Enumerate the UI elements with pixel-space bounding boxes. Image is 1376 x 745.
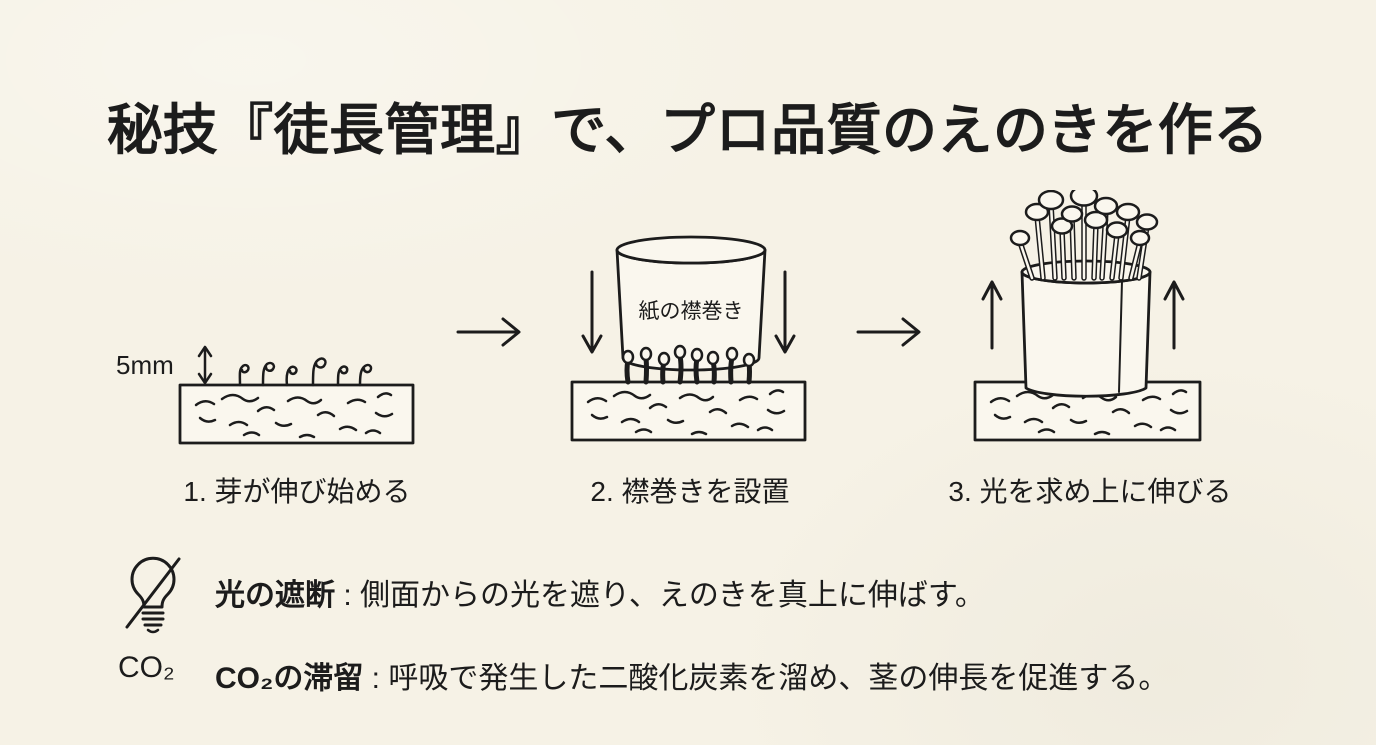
substrate-block <box>178 383 415 445</box>
sprout-height-label: 5mm <box>116 350 174 380</box>
enoki-mushroom-cluster <box>1009 190 1159 281</box>
co2-icon: CO₂ <box>118 651 175 684</box>
height-measure-arrow-icon <box>197 345 213 385</box>
down-arrow-right-icon <box>774 270 796 354</box>
step1-caption: 1. 芽が伸び始める <box>183 476 411 507</box>
down-arrow-left-icon <box>581 270 603 354</box>
step-arrow-1-icon <box>456 317 521 347</box>
step3-tall-growth <box>973 190 1202 442</box>
young-sprouts <box>238 357 373 387</box>
step-arrow-2-icon <box>856 317 921 347</box>
step2-collar-placement <box>570 235 807 442</box>
note-light-blocking-separator: : <box>335 579 361 612</box>
process-diagram <box>178 190 1202 445</box>
light-blocked-icon <box>125 556 181 634</box>
step2-caption: 2. 襟巻きを設置 <box>590 476 790 507</box>
note-co2-retention-label: CO₂の滞留 <box>215 662 364 695</box>
note-light-blocking-label: 光の遮断 <box>215 579 335 612</box>
up-arrow-right-icon <box>1163 280 1185 350</box>
page-title: 秘技『徒長管理』で、プロ品質のえのきを作る <box>107 96 1269 162</box>
paper-collar-cylinder <box>615 235 767 372</box>
note-light-blocking: 光の遮断 : 側面からの光を遮り、えのきを真上に伸ばす。 <box>215 570 985 614</box>
note-co2-retention-text: 呼吸で発生した二酸化炭素を溜め、茎の伸長を促進する。 <box>388 662 1169 695</box>
sprouts-under-collar <box>621 344 756 385</box>
note-light-blocking-text: 側面からの光を遮り、えのきを真上に伸ばす。 <box>360 579 985 612</box>
substrate-block <box>570 380 807 442</box>
step3-caption: 3. 光を求め上に伸びる <box>948 476 1232 507</box>
paper-collar-label: 紙の襟巻き <box>638 300 744 323</box>
note-co2-retention-separator: : <box>363 662 389 695</box>
collar-on-block-cylinder <box>1020 259 1152 398</box>
note-co2-retention: CO₂の滞留 : 呼吸で発生した二酸化炭素を溜め、茎の伸長を促進する。 <box>215 653 1168 697</box>
step1-sprouting-block <box>178 345 415 445</box>
up-arrow-left-icon <box>981 280 1003 350</box>
